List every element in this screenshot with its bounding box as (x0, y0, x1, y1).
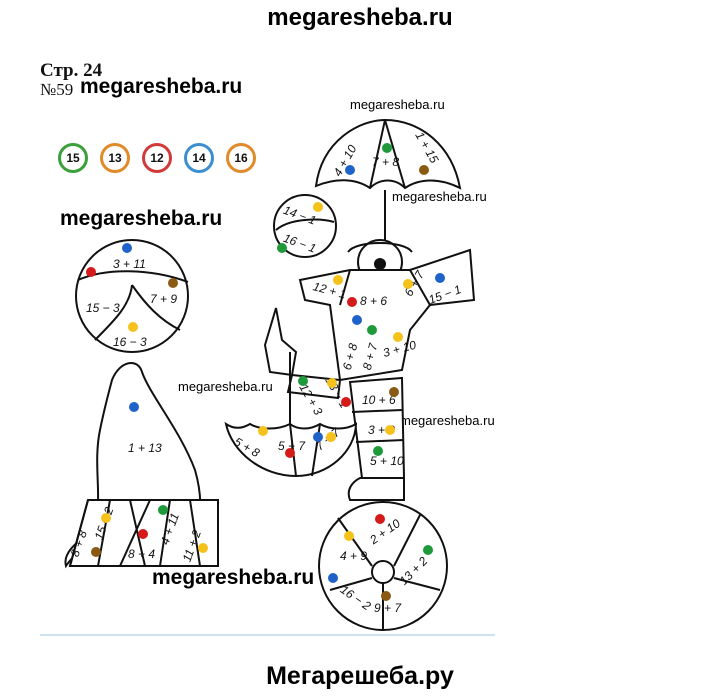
color-dot (344, 531, 354, 541)
color-dot (345, 165, 355, 175)
color-dot (128, 322, 138, 332)
color-dot (381, 591, 391, 601)
color-dot (298, 376, 308, 386)
color-dot (367, 325, 377, 335)
seal-body-label: 1 + 13 (128, 441, 162, 455)
bottom-divider (40, 634, 495, 636)
color-dot (313, 202, 323, 212)
color-dot (285, 448, 295, 458)
color-dot (101, 513, 111, 523)
color-dot (277, 243, 287, 253)
color-dot (198, 543, 208, 553)
color-dot (313, 432, 323, 442)
color-dots (86, 143, 445, 601)
seal-ball-label: 7 + 9 (150, 292, 177, 306)
answer-legend: 15 13 12 14 16 (58, 143, 256, 173)
color-dot (352, 315, 362, 325)
color-dot (86, 267, 96, 277)
legend-circle: 14 (184, 143, 214, 173)
top-umbrella: 4 + 10 7 + 8 1 + 15 (314, 118, 462, 240)
clown-label: 6 + 8 (340, 342, 361, 372)
color-dot (138, 529, 148, 539)
watermark-bottom: Мегарешеба.ру (266, 662, 454, 690)
legend-circle: 13 (100, 143, 130, 173)
watermark-inline-6: megaresheba.ru (400, 413, 495, 428)
color-dot (435, 273, 445, 283)
watermark-inline-4: megaresheba.ru (60, 207, 223, 230)
color-dot (389, 387, 399, 397)
clown-label: 8 + 6 (360, 294, 387, 308)
watermark-inline-7: megaresheba.ru (152, 566, 315, 589)
color-dot (347, 297, 357, 307)
clown-label: 10 + 6 (362, 393, 396, 407)
color-dot (258, 426, 268, 436)
watermark-top: megaresheba.ru (267, 4, 453, 31)
legend-circle: 16 (226, 143, 256, 173)
color-dot (385, 425, 395, 435)
color-dot (168, 278, 178, 288)
color-dot (393, 332, 403, 342)
color-dot (403, 279, 413, 289)
seal-ball-label: 15 − 3 (86, 301, 120, 315)
task-label: №59 (40, 80, 74, 99)
page-label: Стр. 24 (40, 60, 103, 81)
watermark-inline-2: megaresheba.ru (350, 97, 445, 112)
bottom-ball-label: 4 + 9 (340, 549, 367, 563)
bottom-ball-label: 9 + 7 (374, 601, 402, 615)
watermark-inline-1: megaresheba.ru (80, 75, 243, 98)
color-dot (382, 143, 392, 153)
color-dot (327, 378, 337, 388)
seal-ball-label: 16 − 3 (113, 335, 147, 349)
seal-ball-label: 3 + 11 (113, 257, 146, 271)
watermark-inline-3: megaresheba.ru (392, 189, 487, 204)
clown-label: 5 + 10 (370, 454, 404, 468)
umbrella-label: 7 + 8 (372, 155, 399, 169)
color-dot (328, 573, 338, 583)
color-dot (129, 402, 139, 412)
color-dot (341, 397, 351, 407)
color-dot (423, 545, 433, 555)
color-dot (158, 505, 168, 515)
legend-circle: 12 (142, 143, 172, 173)
color-dot (373, 446, 383, 456)
color-dot (326, 432, 336, 442)
color-dot (91, 547, 101, 557)
color-dot (122, 243, 132, 253)
color-dot (333, 275, 343, 285)
color-dot (419, 165, 429, 175)
umbrella-label: 5 + 7 (278, 439, 306, 453)
color-dot (375, 514, 385, 524)
watermark-inline-5: megaresheba.ru (178, 379, 273, 394)
pedestal-label: 8 + 4 (128, 547, 155, 561)
legend-circle: 15 (58, 143, 88, 173)
seal-ball: 3 + 11 15 − 3 7 + 9 16 − 3 (75, 239, 189, 353)
clown: 12 + 1 8 + 6 6 + 7 15 − 1 6 + 8 8 + 7 3 … (263, 239, 476, 501)
